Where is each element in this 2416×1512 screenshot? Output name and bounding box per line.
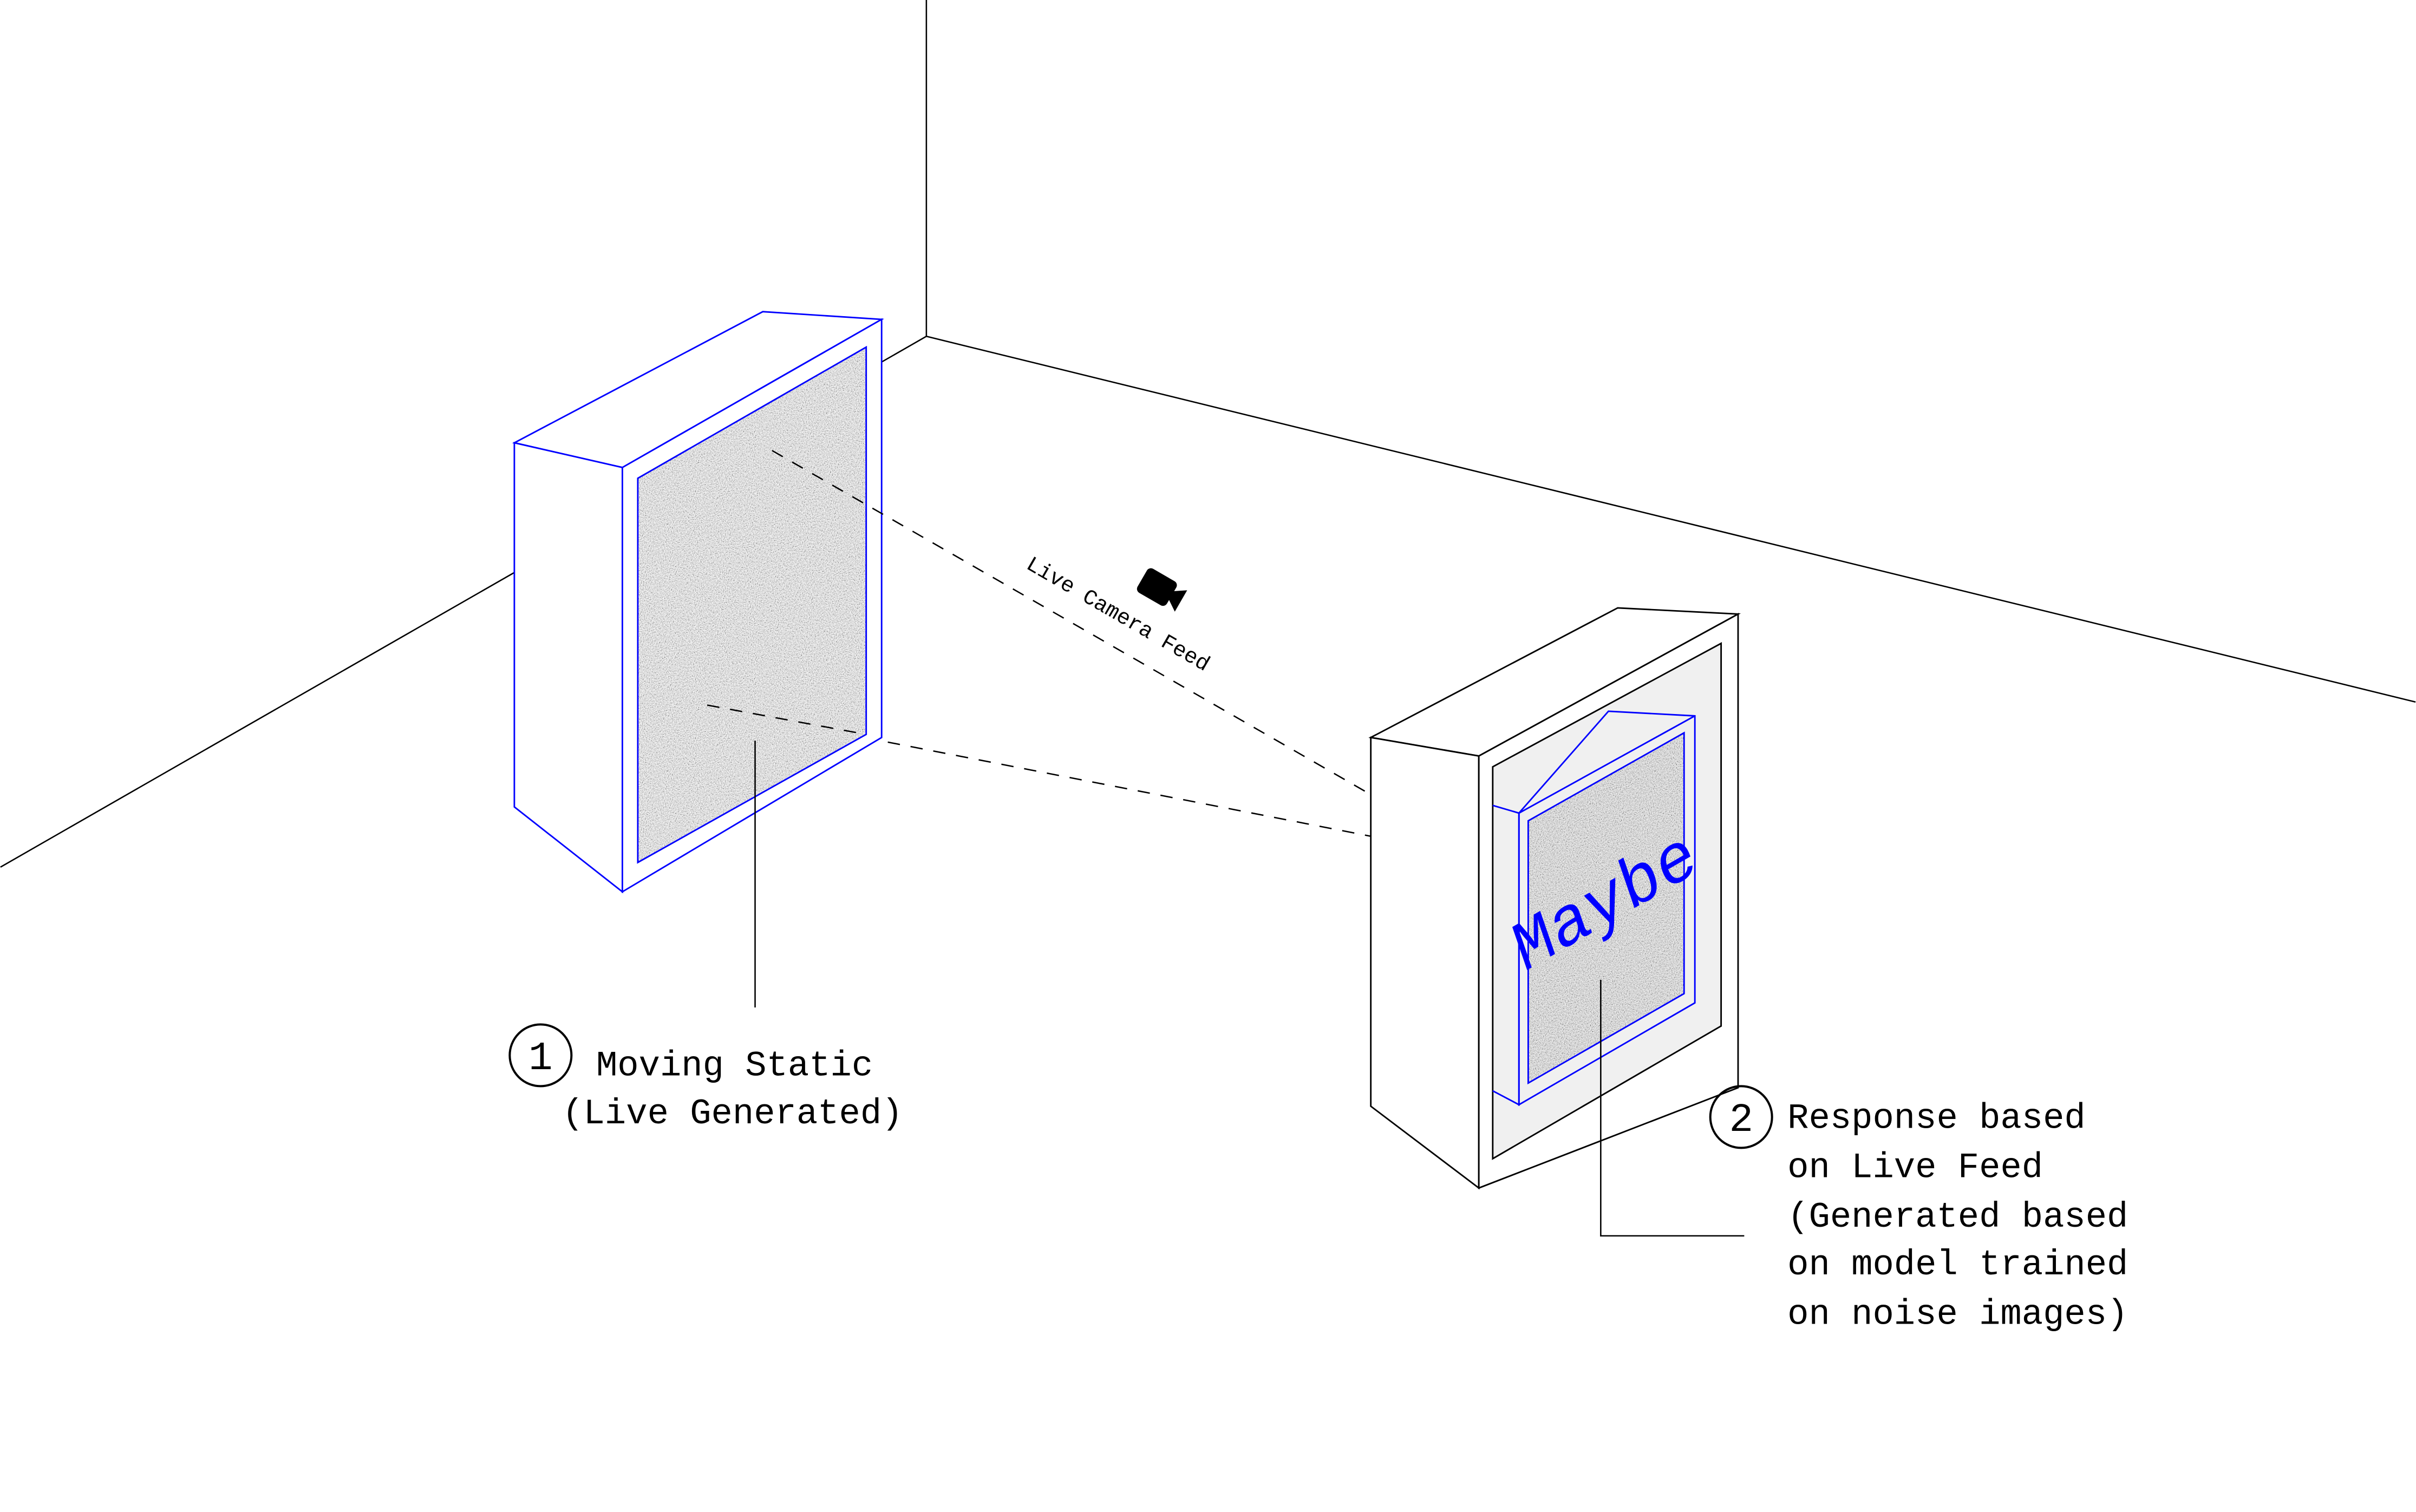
right-label-line-3: (Generated based [1787, 1197, 2128, 1238]
right-inner-frame [1492, 710, 1696, 1107]
callout-2-circle [1709, 1085, 1773, 1149]
right-label-line-4: on model trained [1787, 1245, 2128, 1285]
camera-sight-lines [707, 450, 1372, 837]
right-label-line-5: on noise images) [1787, 1294, 2128, 1334]
video-camera-icon [1137, 568, 1187, 612]
right-label-line-1: Response based [1787, 1098, 2086, 1138]
camera-feed-label: Live Camera Feed [1022, 552, 1213, 677]
left-label-line-1: Moving Static [596, 1045, 873, 1086]
callout-1-circle [508, 1023, 573, 1088]
right-label-line-2: on Live Feed [1787, 1148, 2043, 1188]
right-callout-leader [1600, 979, 1745, 1237]
left-label-line-2: (Live Generated) [562, 1094, 903, 1134]
room-lines [0, 0, 2416, 868]
callout-2-number: 2 [1729, 1098, 1753, 1143]
callout-1-number: 1 [528, 1036, 552, 1082]
